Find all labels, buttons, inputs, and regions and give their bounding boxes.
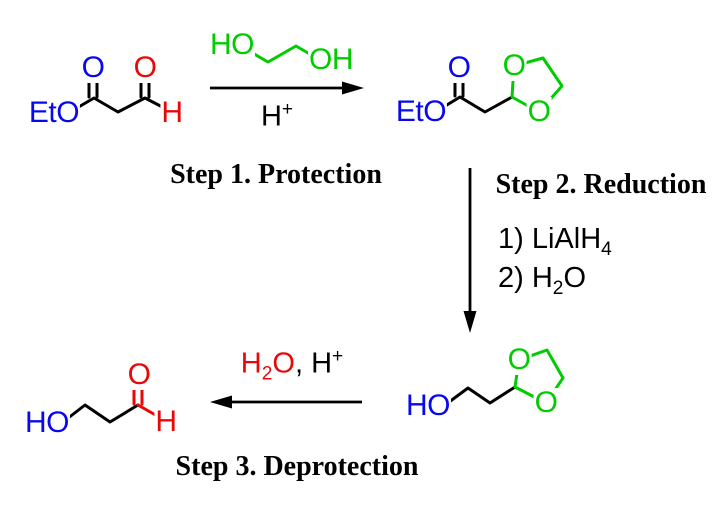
step2-condition-2: 2) H2O: [498, 259, 612, 298]
water-text: 2) H: [498, 262, 553, 294]
water-subscript: 2: [261, 363, 273, 385]
step2-label: Step 2. Reduction: [495, 169, 707, 200]
step2-conditions: 1) LiAlH4 2) H2O: [498, 220, 612, 298]
water-label: H2O: [240, 347, 295, 383]
acid-plus-charge: +: [281, 98, 294, 120]
aldehyde-oxygen-label: O: [132, 51, 158, 84]
step2-arrow: [463, 168, 477, 333]
molecule-ethyl-3-oxopropanoate: [68, 68, 174, 114]
water-o-text: O: [563, 262, 586, 294]
step1-label: Step 1. Protection: [170, 159, 382, 190]
eto-label: EtO: [394, 95, 448, 128]
step1-acid-condition: H+: [260, 100, 293, 133]
ethylene-glycol-skeleton: [247, 44, 317, 64]
aldehyde-hydrogen-label: H: [154, 405, 178, 438]
dioxolane-oxygen-top-label: O: [501, 49, 527, 82]
aldehyde-oxygen-label: O: [126, 358, 152, 391]
step2-arrowhead: [463, 311, 477, 333]
ho-label: HO: [405, 389, 451, 422]
dioxolane-oxygen-bottom-label: O: [533, 386, 559, 419]
step1-arrowhead: [342, 81, 364, 95]
skeleton-bonds: [68, 96, 174, 114]
acid-plus-charge: +: [332, 345, 344, 367]
glycol-ho-label: HO: [209, 28, 255, 61]
skeleton-bonds: [61, 403, 140, 424]
step3-label: Step 3. Deprotection: [175, 451, 419, 482]
eto-label: EtO: [27, 96, 81, 129]
step2-condition-1: 1) LiAlH4: [498, 220, 612, 259]
skeleton-bonds: [443, 385, 517, 407]
water-subscript: 2: [552, 277, 564, 299]
lialh4-subscript: 4: [601, 238, 612, 260]
aldehyde-hydrogen-label: H: [160, 96, 184, 129]
step3-arrowhead: [210, 395, 232, 409]
dioxolane-oxygen-bottom-label: O: [526, 95, 552, 128]
water-o: O: [272, 347, 295, 380]
skeleton-bonds: [435, 95, 514, 114]
ester-oxygen-label: O: [80, 51, 106, 84]
water-h: H: [240, 347, 262, 380]
dioxolane-oxygen-top-label: O: [506, 343, 532, 376]
step3-conditions: H2O, H+: [240, 345, 344, 384]
step3-arrow: [210, 395, 362, 409]
glycol-oh-label: OH: [308, 43, 354, 76]
carbonyl-double-bonds: [87, 68, 151, 99]
acid-h: , H: [294, 347, 333, 380]
step1-arrow: [210, 81, 364, 95]
ho-label: HO: [24, 406, 70, 439]
ester-oxygen-label: O: [446, 51, 472, 84]
lialh4-text: 1) LiAlH: [498, 223, 602, 255]
acid-label: , H+: [294, 345, 344, 380]
acid-h: H: [260, 100, 282, 133]
